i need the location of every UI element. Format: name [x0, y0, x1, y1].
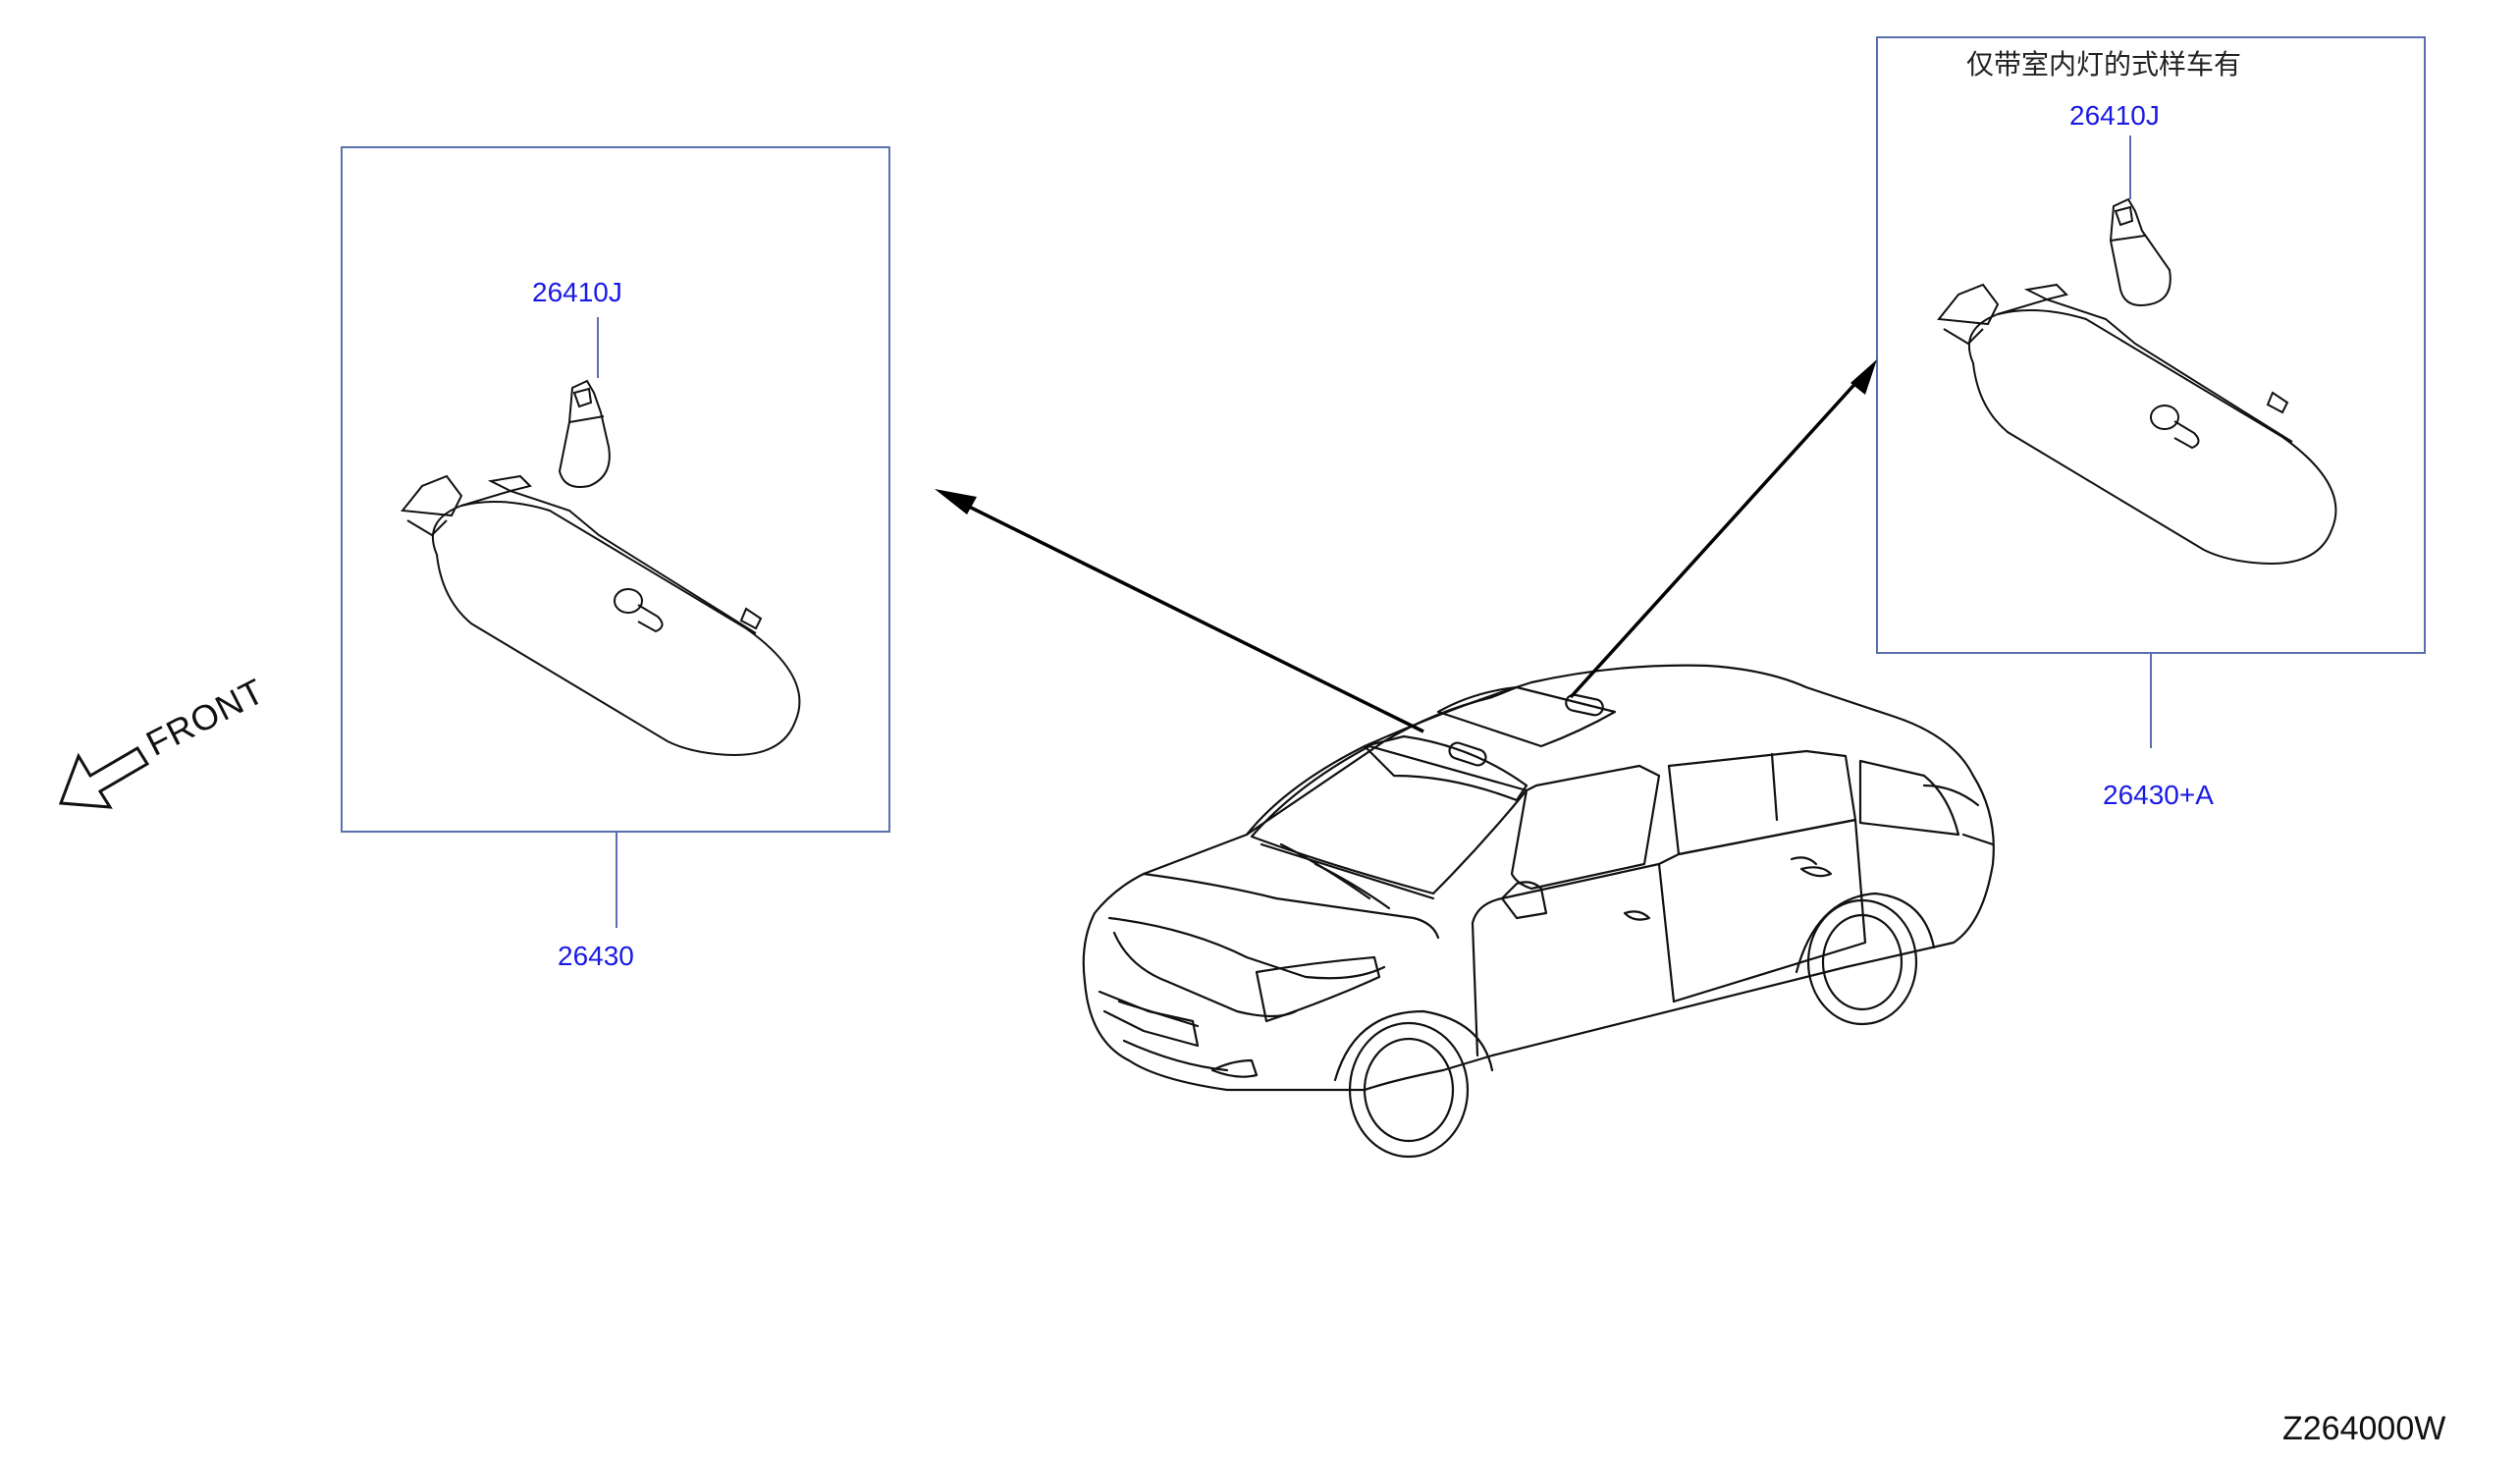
right-bulb-drawing: [2109, 197, 2171, 306]
arrow-down-left-icon: [58, 745, 150, 809]
left-bulb-part-label[interactable]: 26410J: [532, 277, 622, 307]
right-lamp-part-label[interactable]: 26430+A: [2103, 780, 2214, 810]
right-lamp-housing-drawing: [1937, 283, 2337, 565]
right-box-note: 仅带室内灯的式样车有: [1966, 48, 2242, 81]
right-detail-box: [1876, 36, 2426, 748]
pointer-arrows: [935, 359, 1877, 733]
left-detail-box: [341, 146, 890, 928]
car-drawing: [1082, 664, 1995, 1159]
right-bulb-part-label[interactable]: 26410J: [2069, 100, 2160, 131]
diagram-code: Z264000W: [2282, 1410, 2446, 1447]
left-bulb-drawing: [558, 379, 611, 488]
left-lamp-part-label[interactable]: 26430: [558, 941, 634, 971]
left-lamp-housing-drawing: [401, 474, 801, 756]
